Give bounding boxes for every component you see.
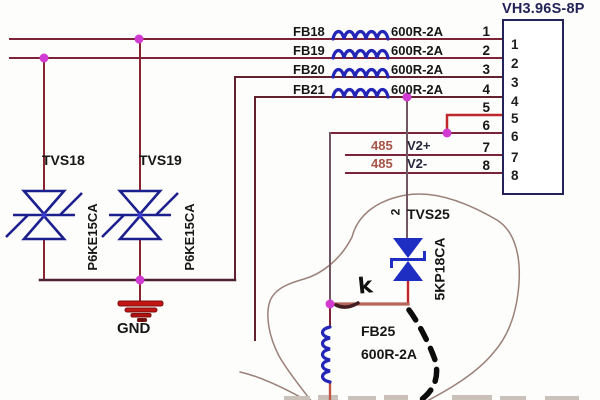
connector-body bbox=[502, 19, 564, 195]
pin-number-7-inner: 7 bbox=[511, 150, 519, 165]
pin-number-6-inner: 6 bbox=[511, 129, 519, 144]
net-485-label-v2minus: 485 bbox=[371, 156, 393, 171]
pin-number-1-outer: 1 bbox=[482, 24, 490, 39]
pin-number-4-inner: 4 bbox=[511, 94, 519, 109]
junction-dot bbox=[135, 275, 145, 285]
fb19-label: FB19 bbox=[293, 43, 325, 58]
pin-number-2-inner: 2 bbox=[511, 56, 519, 71]
connector-title: VH3.96S-8P bbox=[502, 1, 585, 17]
net-v2plus-label: V2+ bbox=[407, 138, 431, 153]
pin-number-8-inner: 8 bbox=[511, 168, 519, 183]
tvs19-part-label: P6KE15CA bbox=[181, 203, 197, 271]
net-485-label-v2plus: 485 bbox=[371, 138, 393, 153]
pin-number-7-outer: 7 bbox=[482, 140, 490, 155]
fb19-value: 600R-2A bbox=[391, 43, 444, 58]
fb18-label: FB18 bbox=[293, 24, 325, 39]
pin-number-3-outer: 3 bbox=[482, 62, 490, 77]
tvs25-diode-icon bbox=[390, 238, 426, 281]
fb21-label: FB21 bbox=[293, 82, 325, 97]
pin-number-8-outer: 8 bbox=[482, 158, 490, 173]
dashed-curve-annotation bbox=[406, 307, 440, 400]
fb25-value: 600R-2A bbox=[361, 346, 418, 362]
junction-dots bbox=[39, 34, 452, 309]
pin-number-5-inner: 5 bbox=[511, 111, 519, 126]
k-arrow-annotation bbox=[334, 301, 360, 309]
pin5-jumper-wire bbox=[445, 113, 505, 135]
net-v2minus-label: V2- bbox=[407, 156, 428, 171]
pin-number-2-outer: 2 bbox=[482, 43, 490, 58]
fb20-input-wire bbox=[234, 76, 504, 281]
pin-number-5-outer: 5 bbox=[482, 100, 490, 115]
tvs25-label: TVS25 bbox=[407, 206, 450, 222]
fb18-coil-icon bbox=[331, 29, 390, 41]
fb20-label: FB20 bbox=[293, 62, 325, 77]
fb19-coil-icon bbox=[331, 48, 390, 60]
tvs25-pin-label: 2 bbox=[388, 208, 403, 216]
junction-dot bbox=[402, 92, 412, 102]
tvs19-label: TVS19 bbox=[139, 152, 182, 168]
fb25-coil-icon bbox=[320, 325, 332, 384]
fb20-coil-icon bbox=[331, 67, 390, 79]
tvs18-label: TVS18 bbox=[42, 152, 85, 168]
tvs25-part-label: 5KP18CA bbox=[431, 237, 448, 301]
fb21-coil-icon bbox=[331, 87, 390, 99]
gnd-label: GND bbox=[117, 320, 151, 337]
cropped-text-artifact bbox=[284, 395, 579, 400]
fb21-input-wire bbox=[254, 96, 504, 341]
fb20-value: 600R-2A bbox=[391, 62, 444, 77]
tvs18-part-label: P6KE15CA bbox=[84, 203, 100, 271]
pin-number-6-outer: 6 bbox=[482, 118, 490, 133]
pin-number-3-inner: 3 bbox=[511, 75, 519, 90]
fb21-value: 600R-2A bbox=[391, 82, 444, 97]
ground-symbol-icon bbox=[117, 300, 164, 322]
k-annotation: k bbox=[356, 273, 374, 300]
highlight-blob-annotation bbox=[239, 193, 521, 400]
junction-dot bbox=[325, 299, 335, 309]
junction-dot bbox=[134, 34, 144, 44]
tvs19-diode-icon bbox=[101, 189, 179, 241]
fb25-label: FB25 bbox=[361, 323, 396, 339]
junction-dot bbox=[442, 128, 452, 138]
junction-dot bbox=[39, 53, 49, 63]
tvs18-diode-icon bbox=[5, 189, 83, 241]
pin-number-1-inner: 1 bbox=[511, 37, 519, 52]
fb18-value: 600R-2A bbox=[391, 24, 444, 39]
pin-number-4-outer: 4 bbox=[482, 82, 490, 97]
